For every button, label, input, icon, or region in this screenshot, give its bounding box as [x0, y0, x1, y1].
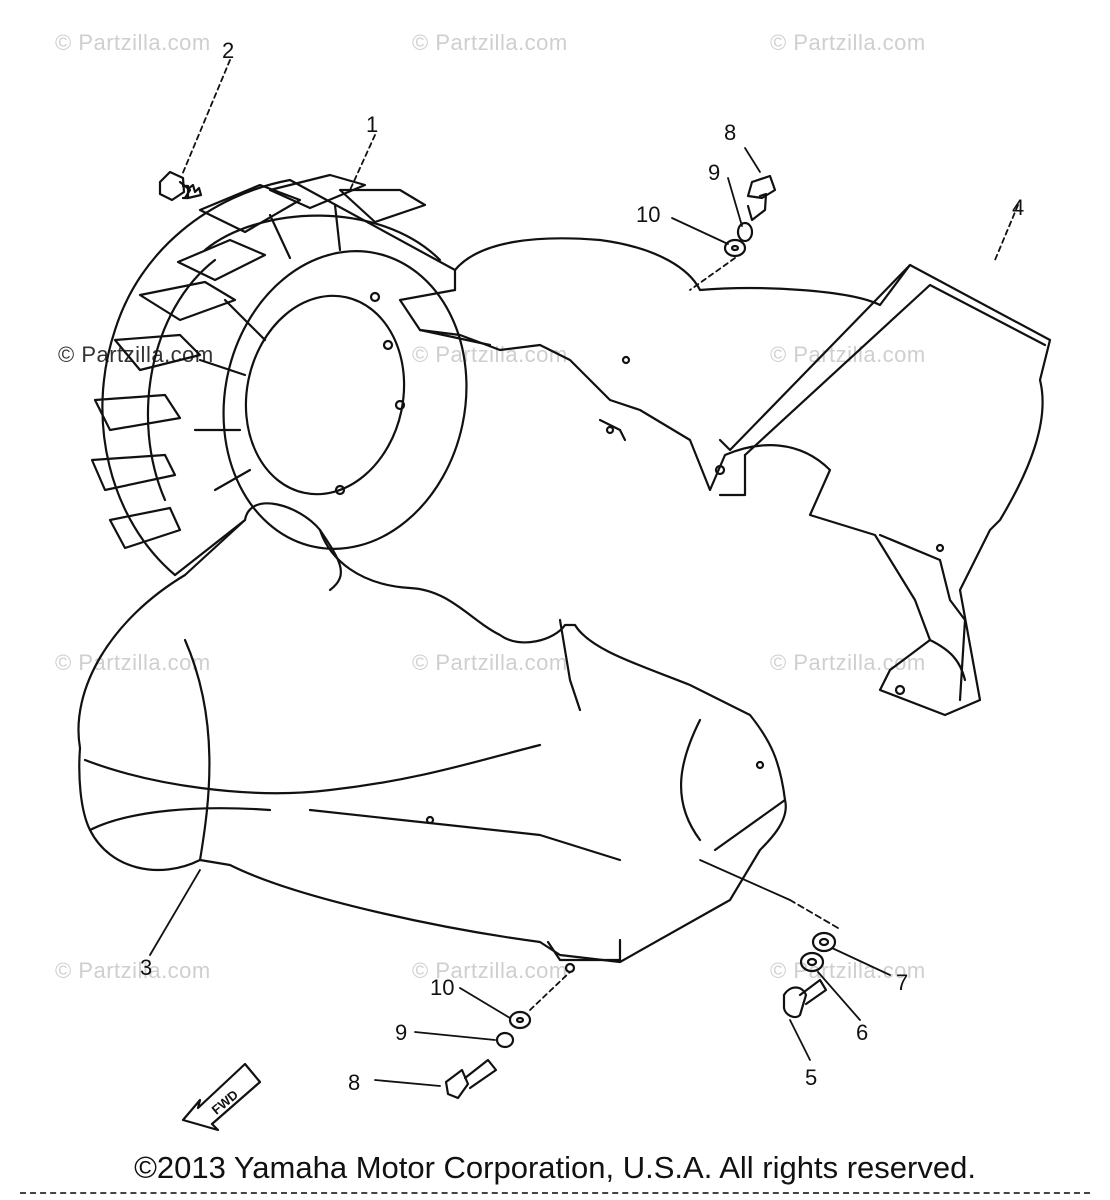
washer-part-9-upper	[736, 221, 754, 243]
cooling-fan	[90, 173, 468, 577]
callout-8-lower: 8	[348, 1070, 360, 1095]
callout-6: 6	[856, 1020, 868, 1045]
screw-part-5	[782, 978, 828, 1019]
watermark: © Partzilla.com	[770, 30, 926, 55]
bolt-part-8-lower	[444, 1058, 498, 1100]
watermark: © Partzilla.com	[58, 342, 214, 367]
lower-shroud-part-3	[77, 502, 787, 974]
bottom-divider	[20, 1192, 1090, 1194]
watermark: © Partzilla.com	[770, 342, 926, 367]
callout-10-upper: 10	[636, 202, 660, 227]
callout-5: 5	[805, 1065, 817, 1090]
watermark: © Partzilla.com	[55, 30, 211, 55]
washer-part-9-lower	[495, 1031, 515, 1049]
callout-4: 4	[1012, 195, 1024, 220]
leader-lines	[149, 59, 1019, 1087]
callout-10-lower: 10	[430, 975, 454, 1000]
callout-9-lower: 9	[395, 1020, 407, 1045]
watermark: © Partzilla.com	[412, 958, 568, 983]
forward-arrow-icon	[181, 1062, 262, 1132]
bolt-part-8-upper	[746, 174, 777, 222]
callout-1: 1	[366, 112, 378, 137]
callout-2: 2	[222, 38, 234, 63]
washer-part-10-upper	[723, 238, 747, 258]
callout-labels: 1 2 3 4 5 6 7 8 8 9 9 10 10 FWD	[140, 38, 1024, 1117]
callout-3: 3	[140, 955, 152, 980]
upper-shroud-part-4	[398, 237, 1052, 717]
grommet-part-7	[811, 931, 837, 953]
callout-9-upper: 9	[708, 160, 720, 185]
copyright-notice: ©2013 Yamaha Motor Corporation, U.S.A. A…	[134, 1150, 976, 1185]
watermark: © Partzilla.com	[55, 958, 211, 983]
bolt-part-2	[158, 170, 203, 202]
watermark: © Partzilla.com	[770, 958, 926, 983]
callout-7: 7	[896, 970, 908, 995]
watermark: © Partzilla.com	[412, 650, 568, 675]
washer-part-10-lower	[508, 1010, 532, 1030]
watermark: © Partzilla.com	[55, 650, 211, 675]
callout-8-upper: 8	[724, 120, 736, 145]
watermark: © Partzilla.com	[412, 30, 568, 55]
washer-part-6	[799, 951, 825, 973]
